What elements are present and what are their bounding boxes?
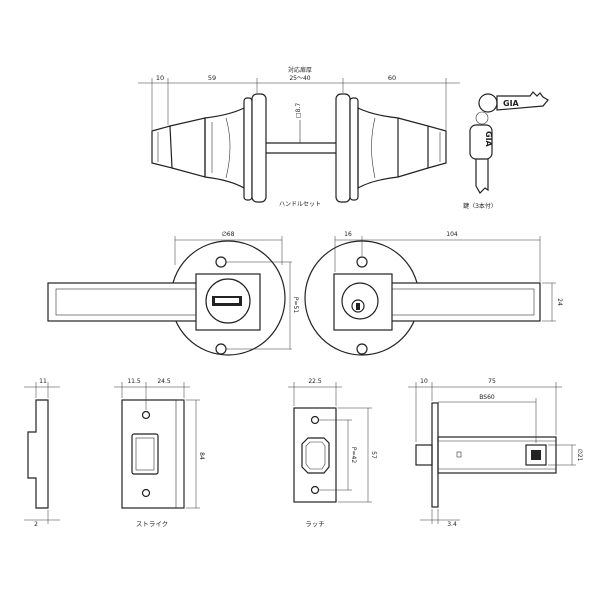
front-view-thumbturn: ∅68 P=51 xyxy=(47,231,299,356)
handle-set-side-view: 10 59 60 対応扉厚 25～40 □8.7 ハンドルセット xyxy=(138,66,460,208)
lever-height-24: 24 xyxy=(556,298,563,306)
latch-label: ラッチ xyxy=(305,520,325,528)
latch-front-view: 22.5 P=42 57 ラッチ xyxy=(288,378,377,528)
dim-60: 60 xyxy=(388,74,396,82)
spindle-dim: □8.7 xyxy=(295,103,302,118)
lever-dim-16: 16 xyxy=(344,231,352,238)
strike-dim-24-5: 24.5 xyxy=(157,378,171,385)
keys-illustration: GIA GIA 鍵（3本付） xyxy=(463,91,549,210)
dim-59: 59 xyxy=(208,74,216,82)
rose-diameter: ∅68 xyxy=(222,231,235,238)
key-brand-2: GIA xyxy=(484,131,493,148)
strike-front-view: 11.5 24.5 84 ストライク xyxy=(114,378,205,528)
strike-dim-2: 2 xyxy=(34,521,38,528)
backset-60: BS60 xyxy=(479,394,495,401)
strike-dim-11: 11 xyxy=(39,378,47,385)
body-dim-10: 10 xyxy=(420,378,428,385)
body-dim-3-4: 3.4 xyxy=(447,521,457,528)
body-dim-75: 75 xyxy=(488,378,496,385)
handle-set-label: ハンドルセット xyxy=(279,201,321,208)
body-diameter-21: ∅21 xyxy=(576,449,583,462)
pitch-51: P=51 xyxy=(292,297,299,313)
strike-side-view: 11 2 xyxy=(24,378,60,528)
key-note: 鍵（3本付） xyxy=(463,202,497,210)
strike-height-84: 84 xyxy=(198,452,205,460)
dim-10: 10 xyxy=(156,74,164,82)
lever-dim-104: 104 xyxy=(446,231,458,238)
latch-dim-22-5: 22.5 xyxy=(308,378,322,385)
strike-label: ストライク xyxy=(136,520,168,528)
strike-dim-11-5: 11.5 xyxy=(127,378,141,385)
latch-pitch-42: P=42 xyxy=(350,447,357,463)
back-view-cylinder: 16 104 24 xyxy=(304,231,563,356)
door-thickness-title: 対応扉厚 xyxy=(288,66,312,74)
latch-body-side-view: 10 75 BS60 ∅21 3.4 xyxy=(408,378,583,528)
key-brand-1: GIA xyxy=(503,99,520,108)
latch-height-57: 57 xyxy=(370,451,377,459)
door-thickness-range: 25～40 xyxy=(289,75,310,82)
